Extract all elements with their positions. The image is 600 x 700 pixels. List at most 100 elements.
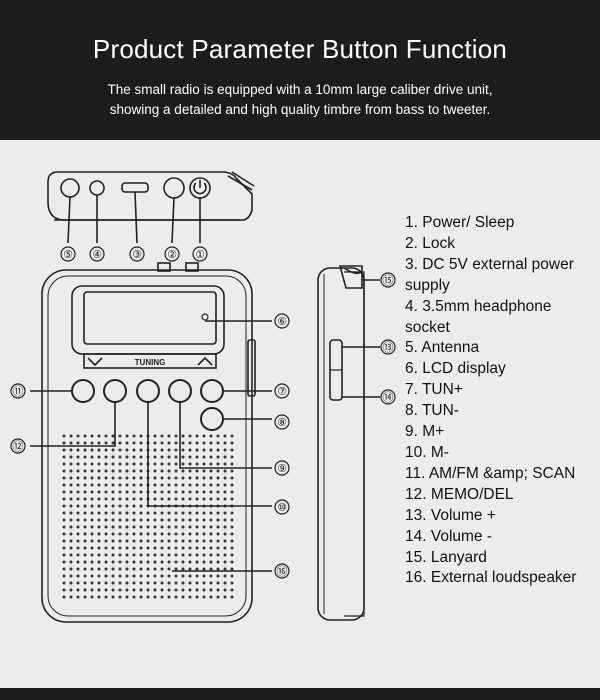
grille-hole xyxy=(76,581,80,585)
grille-hole xyxy=(125,532,129,536)
grille-hole xyxy=(202,469,206,473)
grille-hole xyxy=(209,462,213,466)
grille-hole xyxy=(125,518,129,522)
antenna-port-icon xyxy=(60,178,80,198)
grille-hole xyxy=(104,518,108,522)
grille-hole xyxy=(230,462,234,466)
top-button-stub-1 xyxy=(157,262,171,272)
grille-hole xyxy=(111,455,115,459)
legend-item: socket xyxy=(405,318,450,336)
grille-hole xyxy=(174,441,178,445)
callout-circle-6 xyxy=(274,313,290,329)
grille-hole xyxy=(188,525,192,529)
grille-hole xyxy=(153,469,157,473)
grille-hole xyxy=(160,560,164,564)
grille-hole xyxy=(69,483,73,487)
grille-hole xyxy=(139,574,143,578)
grille-hole xyxy=(181,595,185,599)
callout-2: ② xyxy=(167,248,177,261)
grille-hole xyxy=(153,553,157,557)
grille-hole xyxy=(216,539,220,543)
grille-hole xyxy=(153,497,157,501)
grille-hole xyxy=(216,581,220,585)
callout-circle-12 xyxy=(10,438,26,454)
grille-hole xyxy=(76,553,80,557)
side-face-edge xyxy=(344,271,365,617)
grille-hole xyxy=(104,581,108,585)
grille-hole xyxy=(118,511,122,515)
callout-8: ⑧ xyxy=(277,416,287,429)
grille-hole xyxy=(202,553,206,557)
grille-hole xyxy=(188,511,192,515)
grille-hole xyxy=(83,560,87,564)
grille-hole xyxy=(167,518,171,522)
grille-hole xyxy=(104,483,108,487)
grille-hole xyxy=(139,546,143,550)
grille-hole xyxy=(209,518,213,522)
grille-hole xyxy=(195,560,199,564)
grille-hole xyxy=(69,462,73,466)
grille-hole xyxy=(69,490,73,494)
grille-hole xyxy=(146,539,150,543)
grille-hole xyxy=(223,567,227,571)
grille-hole xyxy=(69,476,73,480)
grille-hole xyxy=(90,518,94,522)
grille-hole xyxy=(83,581,87,585)
grille-hole xyxy=(202,574,206,578)
grille-hole xyxy=(160,595,164,599)
grille-hole xyxy=(104,455,108,459)
grille-hole xyxy=(132,455,136,459)
side-volume-rocker xyxy=(247,339,256,397)
grille-hole xyxy=(181,448,185,452)
grille-hole xyxy=(195,462,199,466)
grille-hole xyxy=(167,588,171,592)
grille-hole xyxy=(216,497,220,501)
grille-hole xyxy=(104,532,108,536)
grille-hole xyxy=(76,595,80,599)
legend-item: 2. Lock xyxy=(405,234,455,252)
grille-hole xyxy=(230,532,234,536)
tun-plus-button xyxy=(200,379,224,403)
grille-hole xyxy=(62,434,66,438)
callout-circle-16 xyxy=(274,563,290,579)
grille-hole xyxy=(188,532,192,536)
grille-hole xyxy=(111,518,115,522)
grille-hole xyxy=(181,581,185,585)
grille-hole xyxy=(69,525,73,529)
grille-hole xyxy=(69,441,73,445)
grille-hole xyxy=(188,483,192,487)
grille-hole xyxy=(62,581,66,585)
grille-hole xyxy=(160,448,164,452)
grille-hole xyxy=(230,581,234,585)
grille-hole xyxy=(195,455,199,459)
grille-hole xyxy=(104,588,108,592)
grille-hole xyxy=(125,455,129,459)
grille-hole xyxy=(62,532,66,536)
grille-hole xyxy=(153,476,157,480)
grille-hole xyxy=(153,588,157,592)
lanyard-loop-top xyxy=(227,175,253,191)
grille-hole xyxy=(90,567,94,571)
legend-item: 14. Volume - xyxy=(405,527,493,545)
grille-hole xyxy=(174,511,178,515)
grille-hole xyxy=(202,525,206,529)
grille-hole xyxy=(167,539,171,543)
grille-hole xyxy=(167,476,171,480)
subtitle-line-1: The small radio is equipped with a 10mm … xyxy=(107,82,493,97)
grille-hole xyxy=(118,483,122,487)
footer-band xyxy=(0,688,600,700)
grille-hole xyxy=(188,469,192,473)
grille-hole xyxy=(83,546,87,550)
power-symbol-arc xyxy=(193,182,207,195)
grille-hole xyxy=(188,581,192,585)
grille-hole xyxy=(104,574,108,578)
grille-hole xyxy=(118,455,122,459)
callout-6: ⑥ xyxy=(277,315,287,328)
grille-hole xyxy=(209,567,213,571)
grille-hole xyxy=(118,448,122,452)
grille-hole xyxy=(90,434,94,438)
grille-hole xyxy=(76,539,80,543)
grille-hole xyxy=(69,455,73,459)
radio-side-view xyxy=(317,265,396,621)
grille-hole xyxy=(90,497,94,501)
